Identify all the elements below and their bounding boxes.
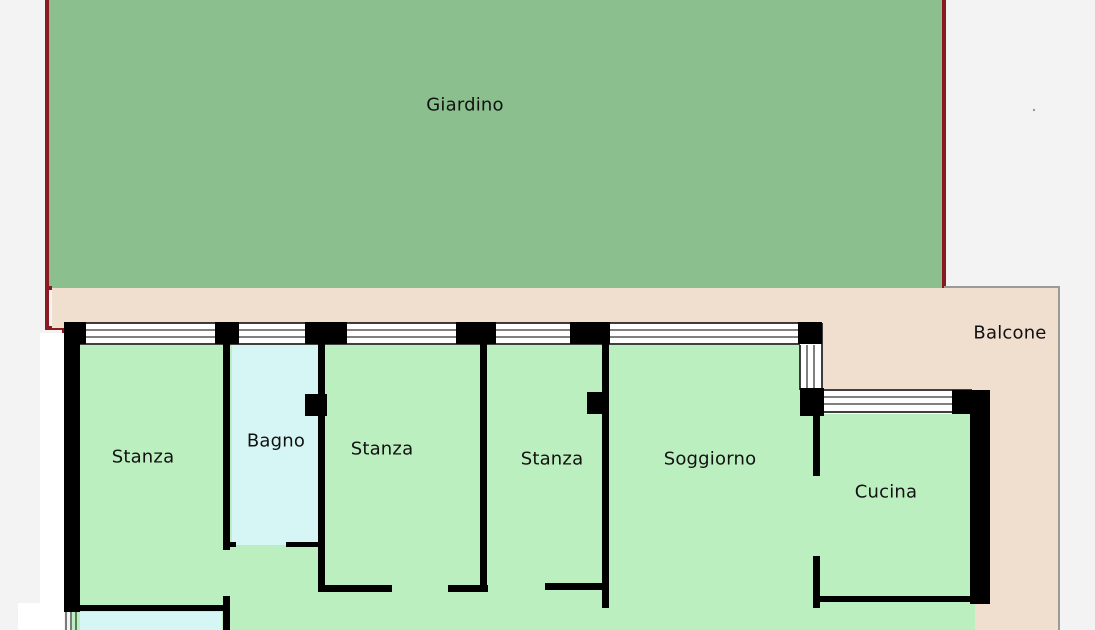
balcony-area [52,288,1058,630]
room-label-bathroom: Bagno [246,430,306,452]
window-strip-kitchen [822,389,972,414]
room-label-garden: Giardino [426,94,504,116]
lower-bath-area [80,612,222,630]
outer-strip [40,333,64,630]
room-label-living: Soggiorno [663,448,757,470]
garden-area [47,0,945,288]
room-label-room-1: Stanza [111,446,175,468]
room-label-kitchen: Cucina [854,481,918,503]
bathroom-area [232,342,320,545]
speck [1032,108,1036,112]
walls [64,340,990,630]
room-label-balcony: Balcone [973,322,1047,344]
garden-border [45,0,64,330]
pillars [64,322,990,416]
room-label-room-3: Stanza [520,448,584,470]
outer-strip-bottom [18,603,64,630]
room-label-room-2: Stanza [350,438,414,460]
window-strip-top [64,322,822,345]
window-strip-bottom-left [65,612,77,630]
